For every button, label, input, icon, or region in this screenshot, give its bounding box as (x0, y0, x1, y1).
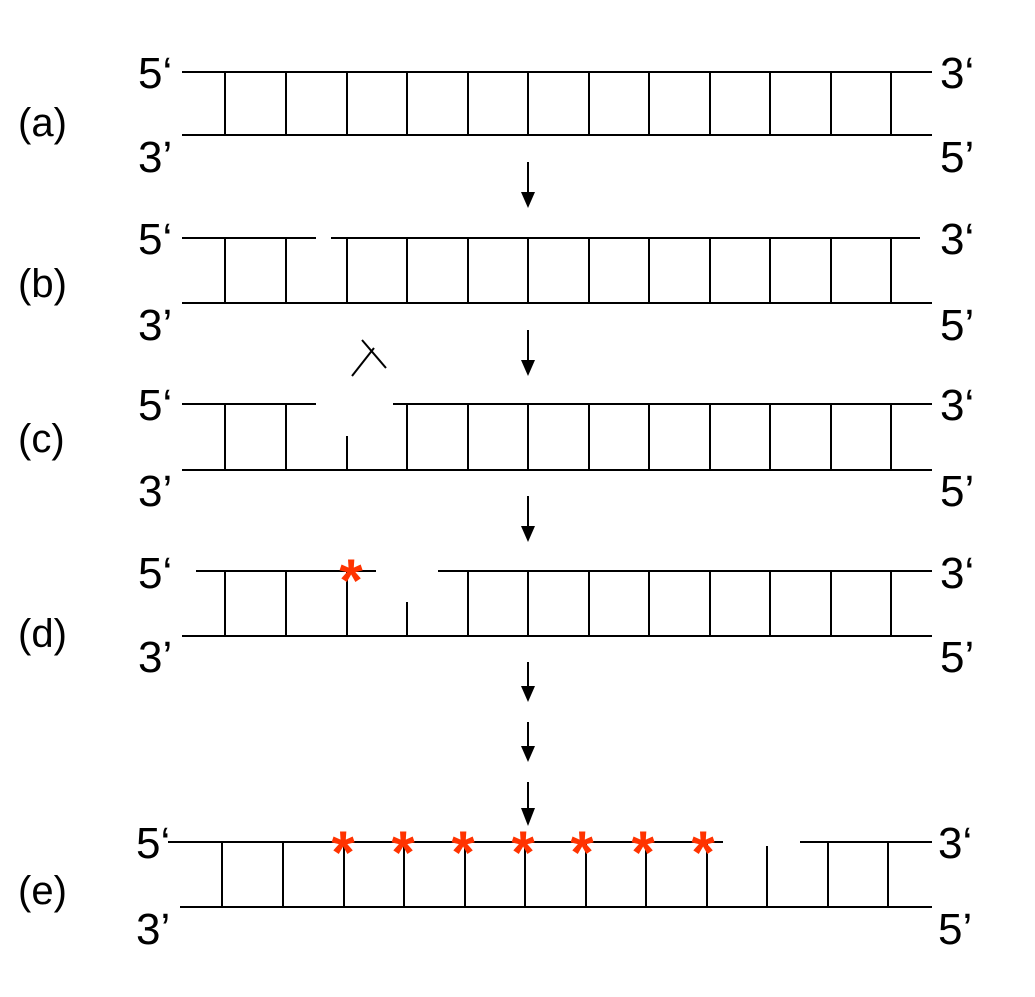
excised-base-icon (351, 339, 387, 377)
base-pairs-b (224, 238, 892, 303)
bottom-strand-right-end-c: 5’ (940, 467, 974, 516)
bottom-strand-left-end-e: 3’ (136, 905, 170, 954)
top-strand-right-end-d: 3‘ (940, 549, 974, 598)
top-strand-right-end-a: 3‘ (940, 49, 974, 98)
bottom-strand-left-end-c: 3’ (138, 467, 172, 516)
top-strand-left-end-b: 5‘ (138, 215, 172, 264)
bottom-strand-right-end-a: 5’ (940, 133, 974, 182)
top-strand-right-end-c: 3‘ (940, 381, 974, 430)
bottom-strand-left-end-d: 3’ (138, 633, 172, 682)
arrow-d-to-e-1 (521, 662, 535, 702)
bottom-strand-left-end-a: 3’ (138, 133, 172, 182)
stage-c: (c) 5‘ 3‘ 3’ 5’ (18, 339, 974, 516)
stage-label-a: (a) (18, 101, 67, 145)
incorporated-marks-e: * * * * * * * (331, 819, 715, 886)
top-strand-right-end-e: 3‘ (938, 819, 972, 868)
top-strand-left-end-d: 5‘ (138, 549, 172, 598)
stage-label-d: (d) (18, 612, 67, 656)
stage-e: (e) 5‘ 3‘ 3’ 5’ * * * * * * (18, 819, 972, 954)
bottom-strand-right-end-e: 5’ (938, 905, 972, 954)
stage-b: (b) 5‘ 3‘ 3’ 5’ (18, 215, 974, 350)
top-strand-left-end-a: 5‘ (138, 49, 172, 98)
top-strand-left-end-c: 5‘ (138, 381, 172, 430)
bottom-strand-right-end-b: 5’ (940, 301, 974, 350)
incorporated-mark-e6: * (631, 819, 655, 886)
incorporated-mark-e3: * (451, 819, 475, 886)
bottom-strand-right-end-d: 5’ (940, 633, 974, 682)
base-pairs-d (224, 571, 892, 636)
arrow-c-to-d (521, 496, 535, 542)
incorporated-mark-e5: * (570, 819, 594, 886)
incorporated-mark-e2: * (391, 819, 415, 886)
stage-a: (a) 5‘ 3‘ 3’ 5’ (18, 49, 974, 182)
top-strand-left-end-e: 5‘ (136, 819, 170, 868)
stage-label-e: (e) (18, 869, 67, 913)
base-pairs-c (224, 404, 892, 470)
arrow-b-to-c (521, 330, 535, 376)
stage-label-c: (c) (18, 417, 65, 461)
incorporated-mark-e7: * (691, 819, 715, 886)
stage-d: (d) 5‘ 3‘ 3’ 5’ * (18, 547, 974, 682)
arrow-a-to-b (521, 162, 535, 208)
arrow-d-to-e-2 (521, 722, 535, 762)
incorporated-mark-d1: * (339, 547, 363, 614)
base-pairs-e (221, 842, 889, 907)
top-strand-right-end-b: 3‘ (940, 215, 974, 264)
incorporated-mark-e4: * (511, 819, 535, 886)
arrow-d-to-e-3 (521, 782, 535, 826)
incorporated-mark-e1: * (331, 819, 355, 886)
base-pairs-a (224, 72, 892, 135)
stage-label-b: (b) (18, 262, 67, 306)
bottom-strand-left-end-b: 3’ (138, 301, 172, 350)
